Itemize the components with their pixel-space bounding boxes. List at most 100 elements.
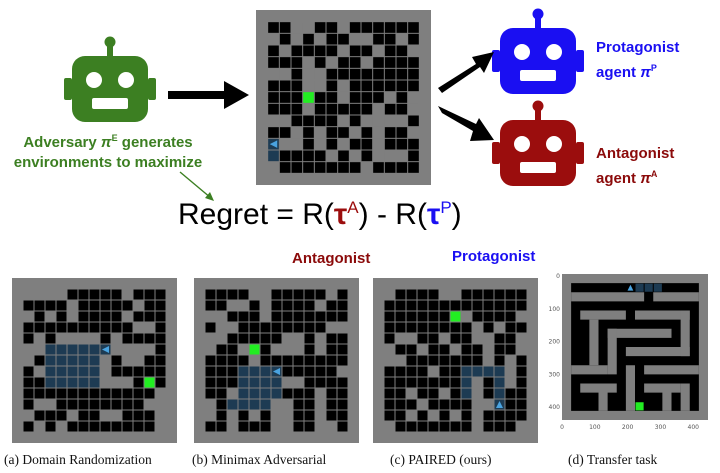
maze-cell bbox=[238, 366, 249, 377]
maze-minimax-adversarial bbox=[194, 278, 359, 443]
maze-cell bbox=[260, 421, 271, 432]
maze-cell bbox=[122, 410, 133, 421]
maze-cell bbox=[205, 366, 216, 377]
maze-cell bbox=[279, 138, 291, 150]
maze-cell bbox=[34, 421, 45, 432]
maze-cell bbox=[303, 150, 314, 162]
maze-cell bbox=[450, 344, 461, 355]
maze-cell bbox=[293, 322, 304, 333]
maze-cell bbox=[268, 150, 279, 162]
maze-cell bbox=[483, 289, 494, 300]
maze-cell bbox=[337, 399, 348, 410]
maze-cell bbox=[417, 388, 428, 399]
maze-cell bbox=[304, 399, 315, 410]
maze-cell bbox=[56, 300, 67, 311]
maze-cell bbox=[67, 300, 78, 311]
x-tick-label: 200 bbox=[622, 424, 634, 431]
maze-cell bbox=[89, 410, 100, 421]
maze-cell bbox=[516, 388, 527, 399]
maze-cell bbox=[428, 344, 439, 355]
maze-cell bbox=[271, 388, 282, 399]
maze-cell bbox=[516, 300, 527, 311]
maze-cell bbox=[268, 80, 279, 92]
maze-cell bbox=[315, 311, 326, 322]
maze-cell bbox=[260, 311, 271, 322]
maze-cell bbox=[439, 377, 450, 388]
maze-cell bbox=[314, 127, 326, 138]
adversary-line1: Adversary bbox=[23, 134, 97, 151]
maze-cell bbox=[238, 322, 249, 333]
maze-cell bbox=[111, 322, 122, 333]
maze-cell bbox=[260, 322, 271, 333]
maze-cell bbox=[373, 33, 384, 45]
maze-cell bbox=[395, 366, 406, 377]
maze-cell bbox=[23, 421, 34, 432]
transfer-maze-wall bbox=[580, 310, 626, 320]
maze-cell bbox=[45, 366, 56, 377]
maze-cell bbox=[260, 355, 271, 366]
maze-cell bbox=[122, 421, 133, 432]
maze-cell bbox=[111, 388, 122, 399]
maze-cell bbox=[227, 410, 238, 421]
maze-cell bbox=[494, 344, 505, 355]
maze-cell bbox=[395, 355, 406, 366]
generated-maze bbox=[256, 10, 431, 185]
maze-cell bbox=[291, 57, 303, 68]
maze-cell bbox=[155, 377, 166, 388]
maze-cell bbox=[34, 344, 45, 355]
maze-cell bbox=[291, 115, 303, 127]
maze-cell bbox=[384, 22, 396, 33]
maze-cell bbox=[428, 322, 439, 333]
maze-cell bbox=[89, 289, 100, 300]
maze-cell bbox=[291, 33, 303, 45]
maze-cell bbox=[216, 410, 227, 421]
maze-cell bbox=[472, 344, 483, 355]
transfer-maze-wall bbox=[607, 328, 672, 338]
maze-cell bbox=[494, 300, 505, 311]
maze-cell bbox=[89, 322, 100, 333]
maze-cell bbox=[439, 410, 450, 421]
maze-cell bbox=[384, 80, 396, 92]
goal-cell bbox=[144, 377, 155, 388]
maze-cell bbox=[34, 355, 45, 366]
maze-cell bbox=[260, 410, 271, 421]
maze-cell bbox=[89, 421, 100, 432]
maze-cell bbox=[361, 33, 373, 45]
maze-cell bbox=[337, 344, 348, 355]
maze-cell bbox=[304, 322, 315, 333]
maze-cell bbox=[395, 322, 406, 333]
caption-paired: (c) PAIRED (ours) bbox=[390, 452, 492, 467]
maze-cell bbox=[279, 150, 291, 162]
maze-cell bbox=[396, 80, 408, 92]
maze-cell bbox=[45, 311, 56, 322]
maze-cell bbox=[45, 388, 56, 399]
maze-cell bbox=[216, 333, 227, 344]
transfer-maze-wall bbox=[635, 310, 690, 320]
maze-cell bbox=[282, 410, 293, 421]
maze-cell bbox=[122, 355, 133, 366]
maze-cell bbox=[326, 300, 337, 311]
maze-cell bbox=[45, 322, 56, 333]
maze-cell bbox=[133, 289, 144, 300]
maze-cell bbox=[111, 410, 122, 421]
maze-cell bbox=[338, 33, 349, 45]
maze-cell bbox=[227, 322, 238, 333]
maze-cell bbox=[122, 344, 133, 355]
maze-cell bbox=[494, 311, 505, 322]
maze-cell bbox=[326, 57, 338, 68]
maze-cell bbox=[472, 421, 483, 432]
maze-cell bbox=[361, 150, 373, 162]
maze-cell bbox=[361, 45, 373, 57]
maze-cell bbox=[406, 366, 417, 377]
maze-cell bbox=[361, 115, 373, 127]
maze-cell bbox=[282, 289, 293, 300]
maze-cell bbox=[303, 22, 314, 33]
maze-cell bbox=[56, 311, 67, 322]
maze-cell bbox=[304, 366, 315, 377]
maze-cell bbox=[271, 344, 282, 355]
maze-cell bbox=[461, 322, 472, 333]
maze-cell bbox=[396, 33, 408, 45]
y-tick-label: 100 bbox=[549, 306, 561, 313]
maze-cell bbox=[67, 366, 78, 377]
maze-cell bbox=[314, 22, 326, 33]
